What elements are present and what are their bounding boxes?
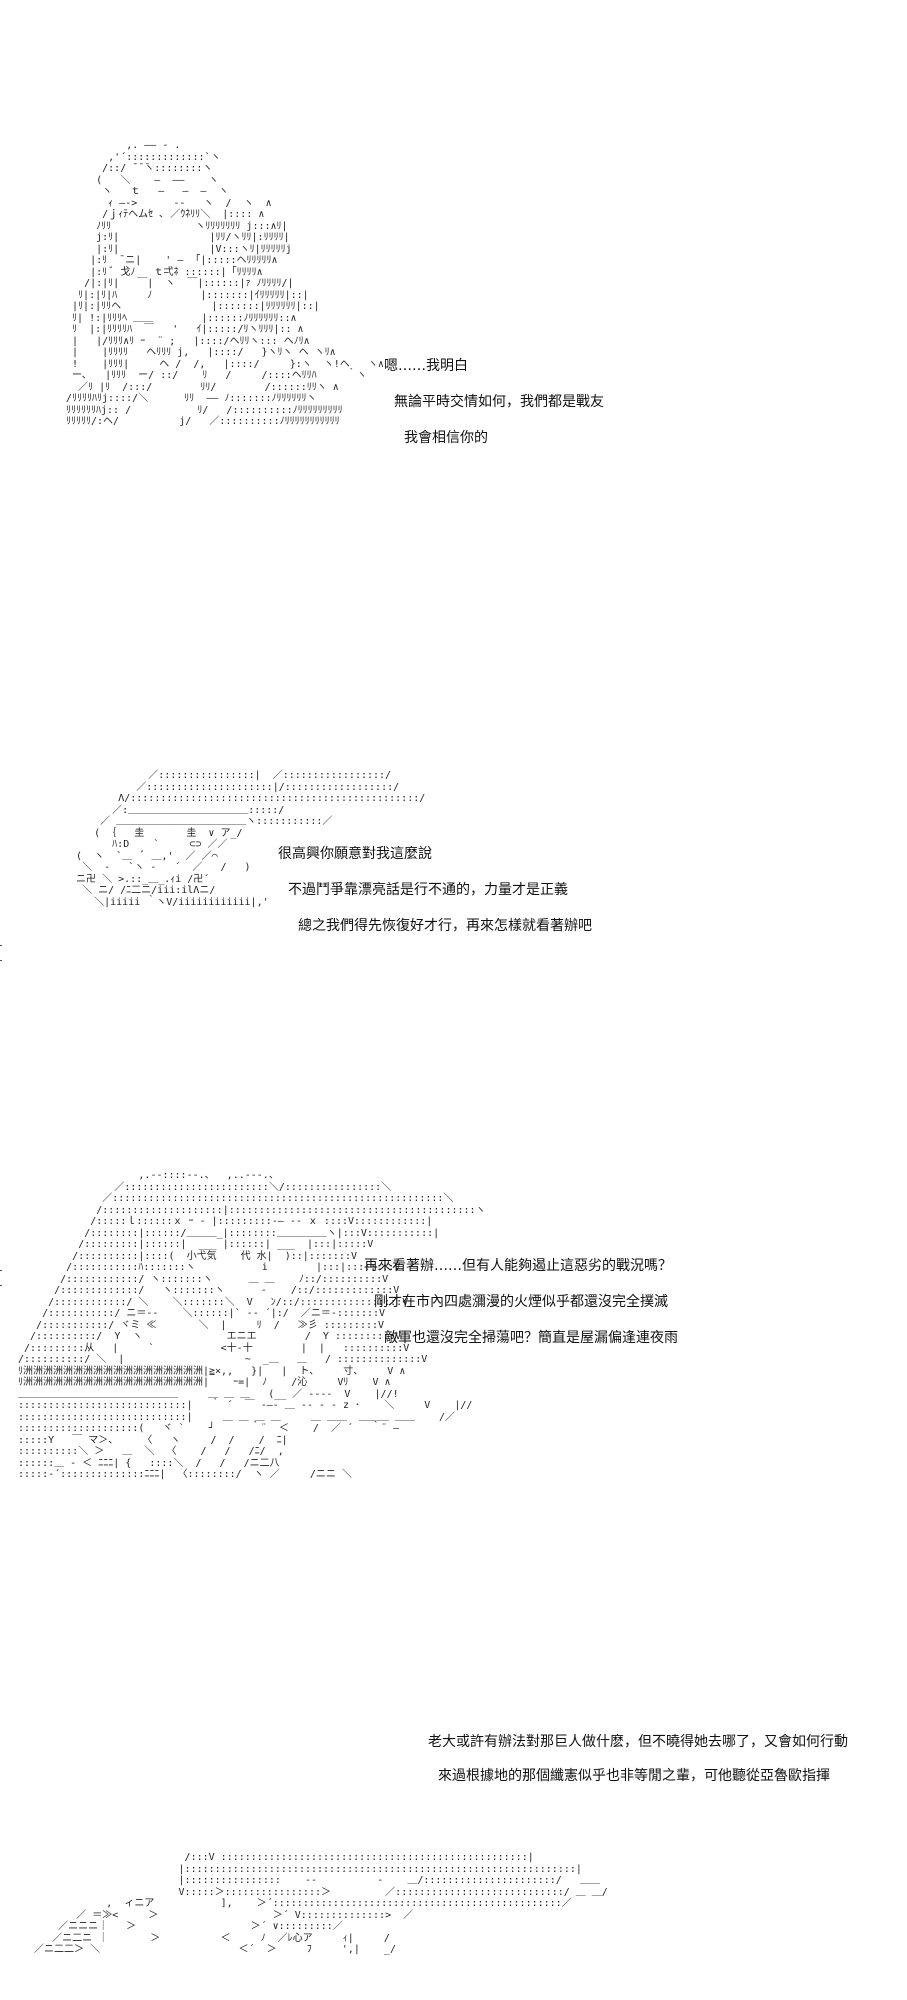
dialogue-line: 剛才在市內四處瀰漫的火煙似乎都還沒完全撲滅 — [374, 1294, 668, 1310]
ascii-art-character-4: /:::V ::::::::::::::::::::::::::::::::::… — [34, 1852, 608, 1955]
dialogue-line: 來過根據地的那個纖憲似乎也非等閒之輩，可他聽從亞魯歐指揮 — [438, 1768, 830, 1784]
panel-2: ／::::::::::::::::| ／:::::::::::::::::/ ／… — [0, 600, 907, 1100]
dialogue-line: 我會相信你的 — [404, 430, 488, 446]
dialogue-line: 再來看著辦……但有人能夠遏止這惡劣的戰況嗎？ — [364, 1258, 672, 1274]
dialogue-line: 嗯……我明白 — [384, 358, 468, 374]
ascii-art-character-2: ／::::::::::::::::| ／:::::::::::::::::/ ／… — [76, 770, 426, 908]
dialogue-lines-1: 嗯……我明白 無論平時交情如何，我們都是戰友 我會相信你的 — [384, 348, 604, 456]
margin-mark — [0, 945, 2, 946]
ascii-art-character-3: ,.-‐::::‐-.、 ,..-‐‐.、 ／:::::::::::::::::… — [18, 1170, 486, 1480]
dialogue-line: 無論平時交情如何，我們都是戰友 — [394, 394, 604, 410]
dialogue-line: 不過鬥爭靠漂亮話是行不通的，力量才是正義 — [288, 882, 568, 898]
dialogue-line: 很高興你願意對我這麼說 — [278, 846, 432, 862]
panel-4: /:::V ::::::::::::::::::::::::::::::::::… — [0, 1700, 907, 2000]
dialogue-line: 總之我們得先恢復好才行，再來怎樣就看著辦吧 — [298, 918, 592, 934]
margin-mark — [0, 960, 2, 961]
dialogue-lines-2: 很高興你願意對我這麼說 不過鬥爭靠漂亮話是行不通的，力量才是正義 總之我們得先恢… — [278, 836, 592, 944]
dialogue-line: 老大或許有辦法對那巨人做什麽，但不曉得她去哪了，又會如何行動 — [428, 1734, 848, 1750]
panel-3: ,.-‐::::‐-.、 ,..-‐‐.、 ／:::::::::::::::::… — [0, 1100, 907, 1700]
margin-mark — [0, 1270, 2, 1271]
margin-mark — [0, 1285, 2, 1286]
dialogue-lines-3: 再來看著辦……但有人能夠遏止這惡劣的戰況嗎？ 剛才在市內四處瀰漫的火煙似乎都還沒… — [364, 1248, 678, 1356]
dialogue-line: 敵軍也還沒完全掃蕩吧？簡直是屋漏偏逢連夜雨 — [384, 1330, 678, 1346]
ascii-art-character-1: ,. ―― - . ,'´:::::::::::::`ヽ /::/ ̄ ̄ ̄ヽ… — [66, 140, 384, 427]
panel-1: ,. ―― - . ,'´:::::::::::::`ヽ /::/ ̄ ̄ ̄ヽ… — [0, 0, 907, 600]
